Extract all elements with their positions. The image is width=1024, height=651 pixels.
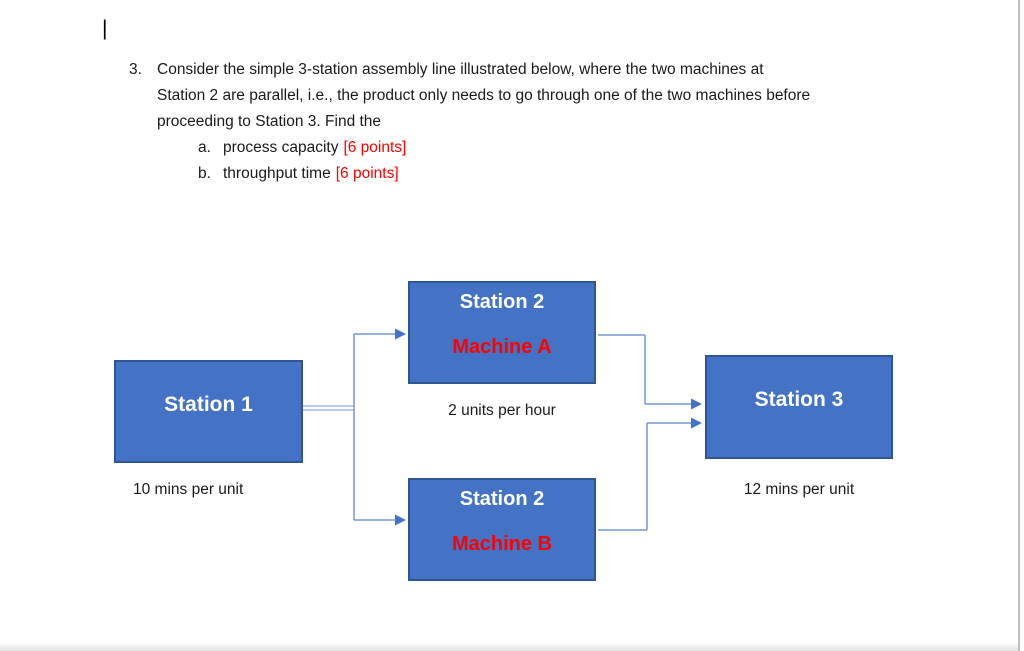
station2b-label: Station 2 <box>459 488 545 510</box>
list-item-b: b. throughput time[6 points] <box>129 161 929 187</box>
list-item-marker: a. <box>198 139 211 156</box>
machine-a-label: Machine A <box>452 336 552 358</box>
points-badge: [6 points] <box>343 139 407 156</box>
question-number: 3. <box>129 61 142 78</box>
station2-rate-note: 2 units per hour <box>448 402 556 419</box>
question-line: Station 2 are parallel, i.e., the produc… <box>157 87 811 104</box>
question-line: proceeding to Station 3. Find the <box>157 113 382 130</box>
station3-rate-note: 12 mins per unit <box>743 481 855 498</box>
text-caret: | <box>102 17 108 40</box>
list-item-a: a. process capacity[6 points] <box>129 135 929 161</box>
list-item-marker: b. <box>198 165 211 182</box>
question-line: 3. Consider the simple 3-station assembly… <box>129 57 929 83</box>
machine-b-label: Machine B <box>451 533 553 555</box>
station2-machine-b-box: Station 2 Machine B <box>408 478 596 581</box>
page-bottom-edge <box>0 642 1018 651</box>
station2a-label: Station 2 <box>459 291 545 313</box>
page-right-edge <box>1018 0 1020 651</box>
question-block: 3. Consider the simple 3-station assembly… <box>129 57 929 187</box>
arrowhead-s3-lower <box>691 417 702 429</box>
station3-label: Station 3 <box>754 388 844 411</box>
station2-machine-a-box: Station 2 Machine A <box>408 281 596 384</box>
arrowhead-machine-b <box>395 514 406 526</box>
question-text: Consider the simple 3-station assembly l… <box>157 61 764 78</box>
list-item-text: process capacity <box>223 139 339 156</box>
points-badge: [6 points] <box>335 165 399 182</box>
station1-label: Station 1 <box>164 393 253 416</box>
arrowhead-machine-a <box>395 328 406 340</box>
station1-box: Station 1 <box>114 360 303 463</box>
station1-rate-note: 10 mins per unit <box>133 481 244 498</box>
station3-box: Station 3 <box>705 355 893 459</box>
list-item-text: throughput time <box>223 165 331 182</box>
arrowhead-s3-upper <box>691 398 702 410</box>
